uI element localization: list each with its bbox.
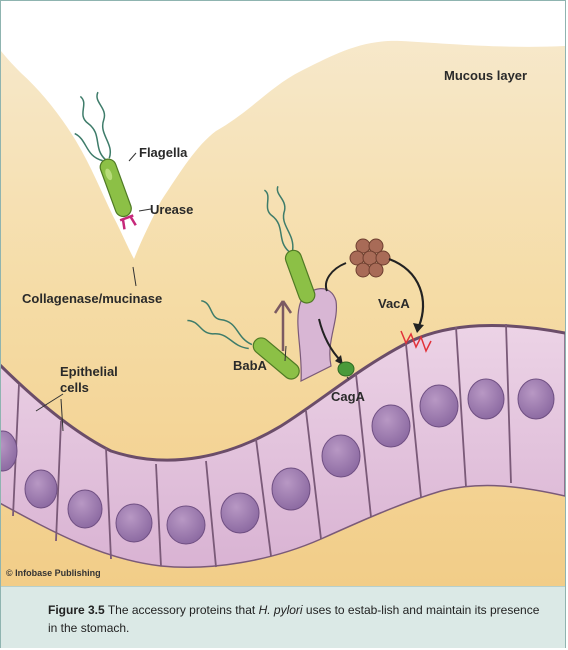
label-vaca: VacA — [378, 296, 410, 311]
nucleus — [68, 490, 102, 528]
nucleus — [272, 468, 310, 510]
nucleus — [468, 379, 504, 419]
label-baba: BabA — [233, 358, 267, 373]
nucleus — [167, 506, 205, 544]
nucleus — [420, 385, 458, 427]
label-mucous-layer: Mucous layer — [444, 68, 527, 83]
caption-text-before: The accessory proteins that — [108, 603, 259, 617]
label-flagella: Flagella — [139, 145, 187, 160]
publisher-credit: © Infobase Publishing — [6, 568, 101, 578]
label-collagenase-mucinase: Collagenase/mucinase — [22, 291, 162, 306]
nucleus — [221, 493, 259, 533]
nucleus — [116, 504, 152, 542]
nucleus — [518, 379, 554, 419]
nucleus — [25, 470, 57, 508]
label-cells: cells — [60, 380, 89, 395]
caga-protein — [338, 362, 354, 376]
figure-number: Figure 3.5 — [48, 603, 105, 617]
figure-caption: Figure 3.5 The accessory proteins that H… — [48, 601, 548, 637]
label-epithelial: Epithelial — [60, 364, 118, 379]
label-caga: CagA — [331, 389, 365, 404]
caption-organism: H. pylori — [259, 603, 303, 617]
label-urease: Urease — [150, 202, 193, 217]
nucleus — [372, 405, 410, 447]
nucleus — [322, 435, 360, 477]
